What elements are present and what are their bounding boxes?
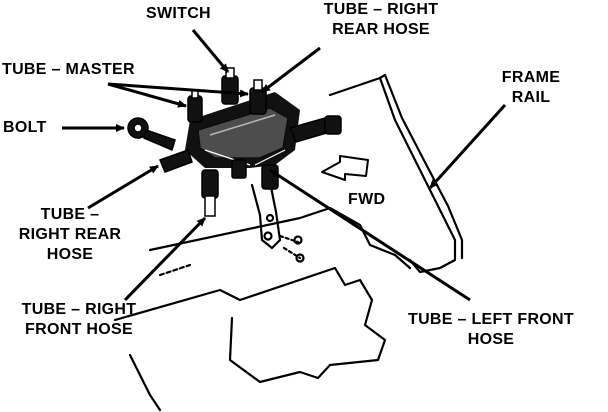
master-fitting-1: [187, 95, 203, 123]
leader-right-front: [123, 216, 207, 302]
valve-body: [185, 92, 300, 168]
label-line: HOSE: [46, 246, 94, 263]
left-front-fitting: [261, 164, 279, 190]
bracket-hole: [263, 231, 273, 241]
label-bolt: BOLT: [3, 119, 47, 136]
label-tube-right-rear-hose-top: TUBE – RIGHT REAR HOSE: [316, 0, 446, 40]
label-line: RIGHT REAR: [18, 226, 122, 243]
leader-frame-rail: [428, 103, 507, 190]
label-tube-right-front-hose: TUBE – RIGHT FRONT HOSE: [4, 300, 154, 340]
frame-rail-edge: [378, 73, 464, 260]
leader-right-rear-top: [261, 46, 321, 94]
label-line: TUBE – RIGHT: [323, 1, 439, 18]
switch-body: [221, 75, 239, 105]
switch-terminal: [225, 67, 235, 79]
label-tube-master: TUBE – MASTER: [2, 61, 135, 78]
label-frame-rail: FRAME RAIL: [496, 68, 566, 108]
leader-right-rear-left: [87, 164, 159, 210]
bracket: [250, 180, 282, 250]
fastener-nut: [295, 253, 305, 263]
label-tube-right-rear-hose-left: TUBE – RIGHT REAR HOSE: [10, 205, 130, 265]
center-fitting: [231, 159, 247, 179]
bracket-hole-2: [265, 213, 275, 223]
floor-panel-lower: [113, 266, 387, 384]
right-front-fitting: [201, 169, 219, 199]
floor-panel-edge: [128, 353, 162, 412]
label-line: HOSE: [467, 331, 515, 348]
label-fwd: FWD: [348, 191, 386, 208]
leader-master-1: [107, 82, 187, 108]
label-line: FRONT HOSE: [25, 321, 133, 338]
label-line: TUBE –: [40, 206, 100, 223]
leader-left-front: [269, 168, 471, 302]
label-line: RAIL: [511, 89, 551, 106]
leader-switch: [191, 29, 230, 73]
label-line: TUBE – LEFT FRONT: [408, 311, 574, 328]
fwd-arrow: [321, 155, 369, 181]
label-line: REAR HOSE: [332, 21, 430, 38]
label-switch: SWITCH: [146, 5, 211, 22]
panel-dash: [158, 263, 192, 277]
label-line: TUBE – RIGHT: [21, 301, 137, 318]
fastener-bolt: [293, 235, 303, 245]
leader-master-2: [107, 82, 249, 98]
floor-panel: [148, 206, 412, 270]
left-rear-fitting: [159, 149, 193, 173]
label-line: FRAME: [501, 69, 561, 86]
frame-rail: [328, 76, 457, 274]
label-tube-left-front-hose: TUBE – LEFT FRONT HOSE: [396, 310, 586, 350]
